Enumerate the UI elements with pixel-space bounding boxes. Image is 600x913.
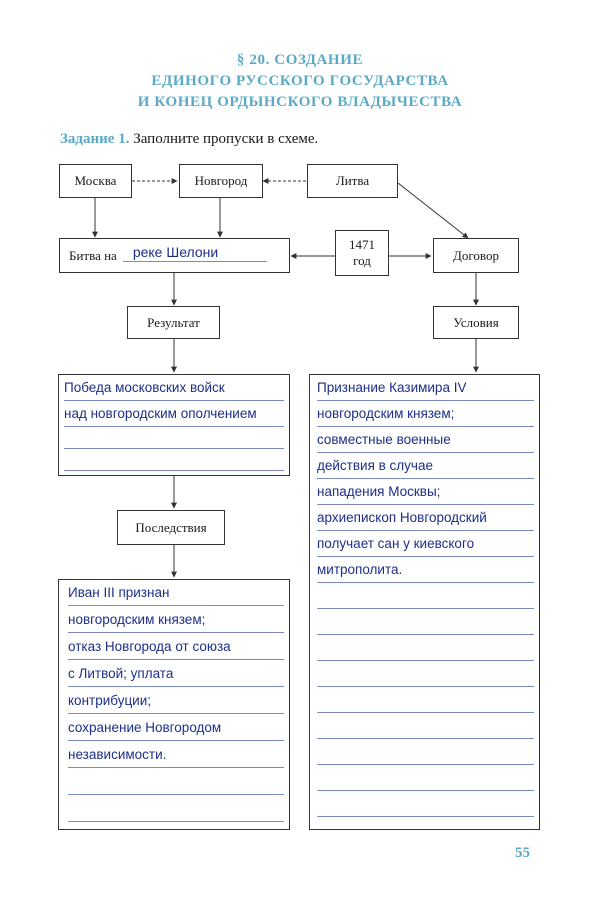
consequences-line: контрибуции; bbox=[68, 690, 284, 714]
year-number: 1471 bbox=[349, 237, 375, 252]
conditions-line: действия в случае bbox=[317, 455, 534, 479]
task-heading: Задание 1. Заполните пропуски в схеме. bbox=[60, 131, 318, 148]
task-text: Заполните пропуски в схеме. bbox=[133, 131, 319, 147]
battle-answer: реке Шелони bbox=[122, 244, 267, 262]
result-line bbox=[64, 425, 284, 449]
consequences-line bbox=[68, 798, 284, 822]
box-treaty: Договор bbox=[433, 238, 519, 273]
conditions-panel: Признание Казимира IV новгородским князе… bbox=[309, 374, 540, 830]
conditions-line bbox=[317, 741, 534, 765]
year-word: год bbox=[353, 253, 371, 268]
result-panel: Победа московских войск над новгородским… bbox=[58, 374, 290, 476]
conditions-line: архиепископ Новгородский bbox=[317, 507, 534, 531]
consequences-line: сохранение Новгородом bbox=[68, 717, 284, 741]
consequences-line: Иван III признан bbox=[68, 582, 284, 606]
box-battle: Битва на реке Шелони bbox=[59, 238, 290, 273]
consequences-line: новгородским князем; bbox=[68, 609, 284, 633]
section-title-line-1: § 20. СОЗДАНИЕ bbox=[236, 52, 364, 68]
conditions-line bbox=[317, 637, 534, 661]
consequences-line: отказ Новгорода от союза bbox=[68, 636, 284, 660]
conditions-line bbox=[317, 585, 534, 609]
conditions-line bbox=[317, 689, 534, 713]
conditions-line bbox=[317, 793, 534, 817]
consequences-line: с Литвой; уплата bbox=[68, 663, 284, 687]
conditions-line bbox=[317, 767, 534, 791]
box-result: Результат bbox=[127, 306, 220, 339]
result-line: Победа московских войск bbox=[64, 377, 284, 401]
conditions-line: нападения Москвы; bbox=[317, 481, 534, 505]
consequences-line bbox=[68, 771, 284, 795]
conditions-line: совместные военные bbox=[317, 429, 534, 453]
conditions-line bbox=[317, 663, 534, 687]
conditions-line bbox=[317, 611, 534, 635]
result-line bbox=[64, 447, 284, 471]
page-number: 55 bbox=[515, 845, 530, 861]
box-year: 1471 год bbox=[335, 230, 389, 276]
consequences-line: независимости. bbox=[68, 744, 284, 768]
conditions-line bbox=[317, 715, 534, 739]
box-novgorod: Новгород bbox=[179, 164, 263, 198]
result-line: над новгородским ополчением bbox=[64, 403, 284, 427]
consequences-panel: Иван III признан новгородским князем; от… bbox=[58, 579, 290, 830]
battle-prefix: Битва на bbox=[69, 247, 117, 263]
box-moscow: Москва bbox=[59, 164, 132, 198]
task-label: Задание 1. bbox=[60, 131, 130, 147]
conditions-line: митрополита. bbox=[317, 559, 534, 583]
conditions-line: Признание Казимира IV bbox=[317, 377, 534, 401]
box-conditions: Условия bbox=[433, 306, 519, 339]
section-title-line-3: И КОНЕЦ ОРДЫНСКОГО ВЛАДЫЧЕСТВА bbox=[137, 94, 463, 110]
conditions-line: новгородским князем; bbox=[317, 403, 534, 427]
box-litva: Литва bbox=[307, 164, 398, 198]
section-title-line-2: ЕДИНОГО РУССКОГО ГОСУДАРСТВА bbox=[151, 73, 449, 89]
box-consequences: Последствия bbox=[117, 510, 225, 545]
conditions-line: получает сан у киевского bbox=[317, 533, 534, 557]
